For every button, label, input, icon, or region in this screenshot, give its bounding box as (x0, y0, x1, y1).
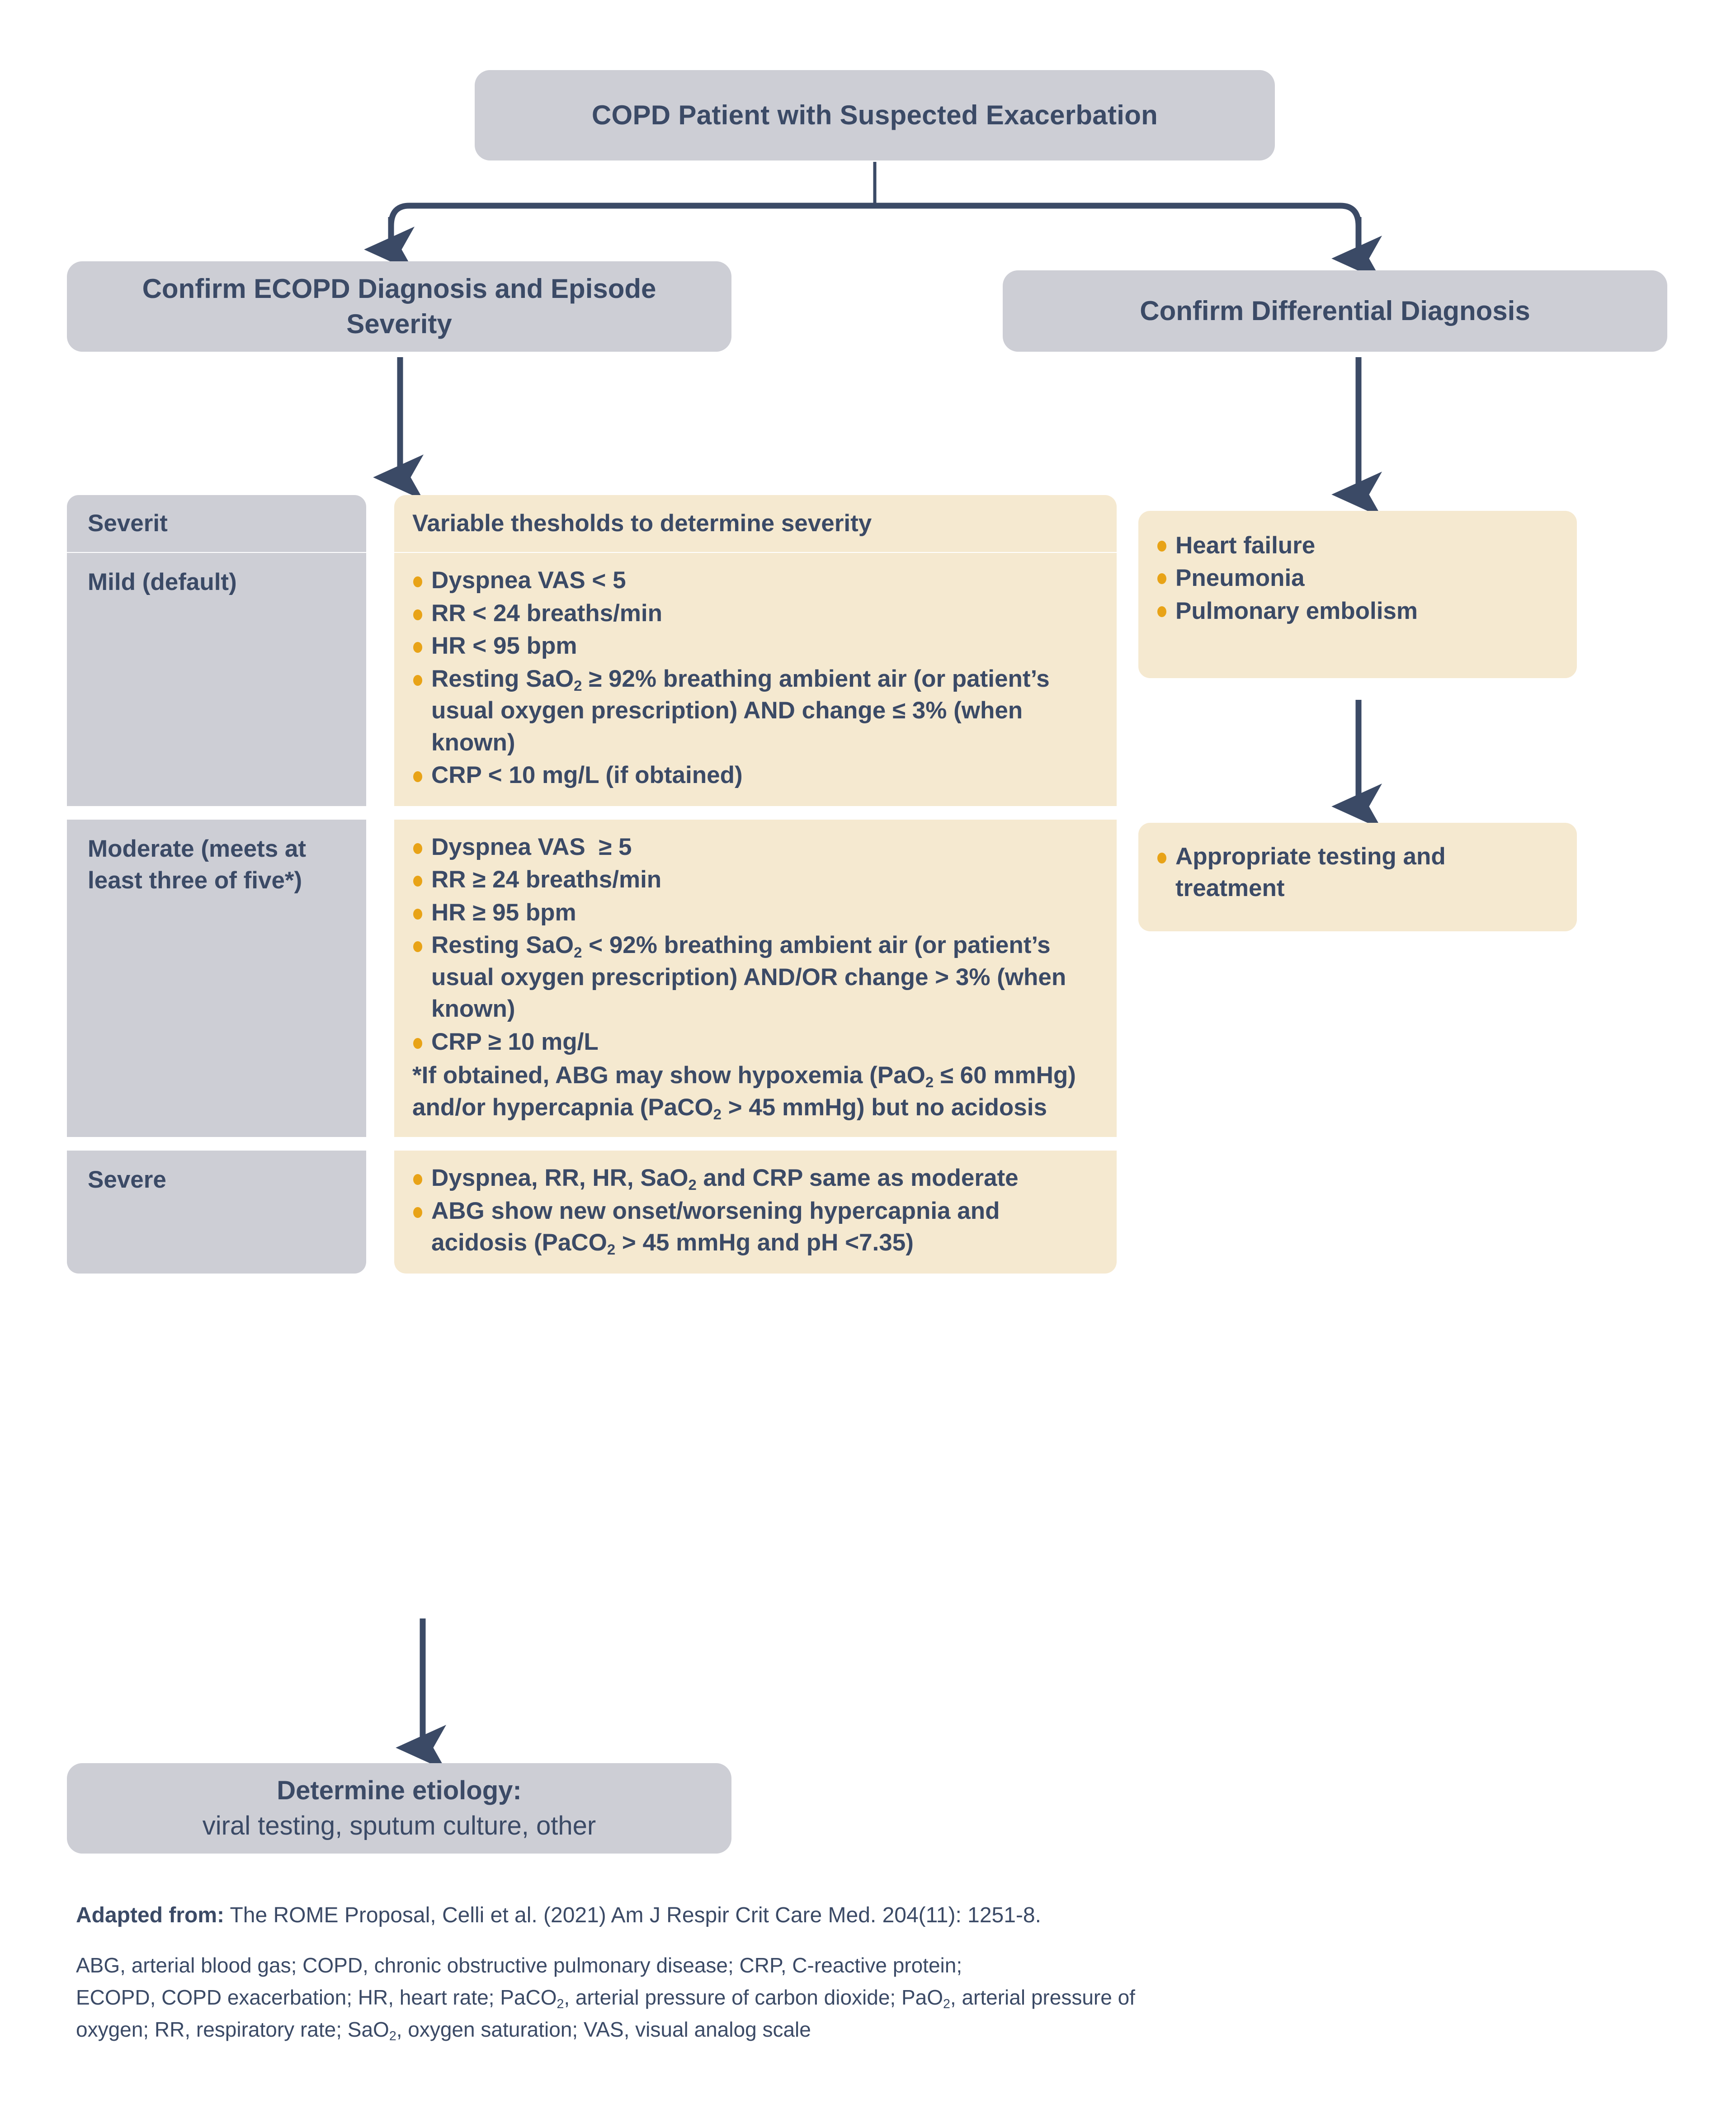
mild-bullet-list: Dyspnea VAS < 5 RR < 24 breaths/min HR <… (412, 565, 1099, 791)
row-content-moderate: Dyspnea VAS ≥ 5 RR ≥ 24 breaths/min HR ≥… (394, 819, 1117, 1137)
row-label-mild: Mild (default) (67, 553, 366, 806)
list-item: Appropriate testing and treatment (1156, 841, 1556, 905)
list-item: RR ≥ 24 breaths/min (412, 864, 1099, 896)
etiology-detail: viral testing, sputum culture, other (202, 1811, 596, 1840)
citation-line: Adapted from: The ROME Proposal, Celli e… (76, 1900, 1685, 1931)
adapted-from-label: Adapted from: (76, 1903, 224, 1927)
citation-text: The ROME Proposal, Celli et al. (2021) A… (224, 1903, 1041, 1927)
table-row-severe: Severe Dyspnea, RR, HR, SaO2 and CRP sam… (67, 1151, 1117, 1274)
header-severity-label: Severit (67, 495, 366, 552)
appropriate-testing-treatment-box: Appropriate testing and treatment (1138, 823, 1577, 931)
row-label-severe: Severe (67, 1151, 366, 1274)
list-item: Pulmonary embolism (1156, 595, 1556, 627)
node-confirm-ecopd-diagnosis: Confirm ECOPD Diagnosis and Episode Seve… (67, 261, 731, 352)
table-row-mild: Mild (default) Dyspnea VAS < 5 RR < 24 b… (67, 553, 1117, 806)
list-item: Dyspnea, RR, HR, SaO2 and CRP same as mo… (412, 1162, 1099, 1194)
moderate-footnote: *If obtained, ABG may show hypoxemia (Pa… (412, 1062, 1076, 1123)
row-content-severe: Dyspnea, RR, HR, SaO2 and CRP same as mo… (394, 1151, 1117, 1274)
table-header-row: Severit Variable thesholds to determine … (67, 495, 1117, 552)
moderate-bullet-list: Dyspnea VAS ≥ 5 RR ≥ 24 breaths/min HR ≥… (412, 831, 1099, 1058)
ddx-bullet-list: Heart failure Pneumonia Pulmonary emboli… (1156, 530, 1556, 627)
header-thresholds-label: Variable thesholds to determine severity (394, 495, 1117, 552)
list-item: Pneumonia (1156, 562, 1556, 594)
list-item: ABG show new onset/worsening hypercapnia… (412, 1195, 1099, 1259)
list-item: Resting SaO2 ≥ 92% breathing ambient air… (412, 663, 1099, 759)
node-confirm-differential-diagnosis: Confirm Differential Diagnosis (1003, 270, 1667, 352)
node-determine-etiology: Determine etiology: viral testing, sputu… (67, 1763, 731, 1854)
list-item: Dyspnea VAS ≥ 5 (412, 831, 1099, 863)
etiology-title: Determine etiology: (277, 1775, 522, 1805)
list-item: RR < 24 breaths/min (412, 598, 1099, 629)
footer: Adapted from: The ROME Proposal, Celli e… (76, 1900, 1685, 2046)
list-item: Dyspnea VAS < 5 (412, 565, 1099, 596)
list-item: Heart failure (1156, 530, 1556, 561)
table-row-moderate: Moderate (meets at least three of five*)… (67, 819, 1117, 1137)
node-copd-patient-suspected-exacerbation: COPD Patient with Suspected Exacerbation (475, 70, 1275, 160)
list-item: CRP < 10 mg/L (if obtained) (412, 760, 1099, 791)
severity-table: Severit Variable thesholds to determine … (67, 495, 1117, 1281)
list-item: CRP ≥ 10 mg/L (412, 1026, 1099, 1058)
abbreviations-text: ABG, arterial blood gas; COPD, chronic o… (76, 1953, 1135, 2044)
row-label-moderate: Moderate (meets at least three of five*) (67, 819, 366, 1137)
row-content-mild: Dyspnea VAS < 5 RR < 24 breaths/min HR <… (394, 553, 1117, 806)
differential-diagnosis-list: Heart failure Pneumonia Pulmonary emboli… (1138, 511, 1577, 678)
list-item: HR ≥ 95 bpm (412, 897, 1099, 929)
list-item: Resting SaO2 < 92% breathing ambient air… (412, 929, 1099, 1025)
severe-bullet-list: Dyspnea, RR, HR, SaO2 and CRP same as mo… (412, 1162, 1099, 1259)
list-item: HR < 95 bpm (412, 630, 1099, 662)
treatment-bullet-list: Appropriate testing and treatment (1156, 841, 1556, 905)
